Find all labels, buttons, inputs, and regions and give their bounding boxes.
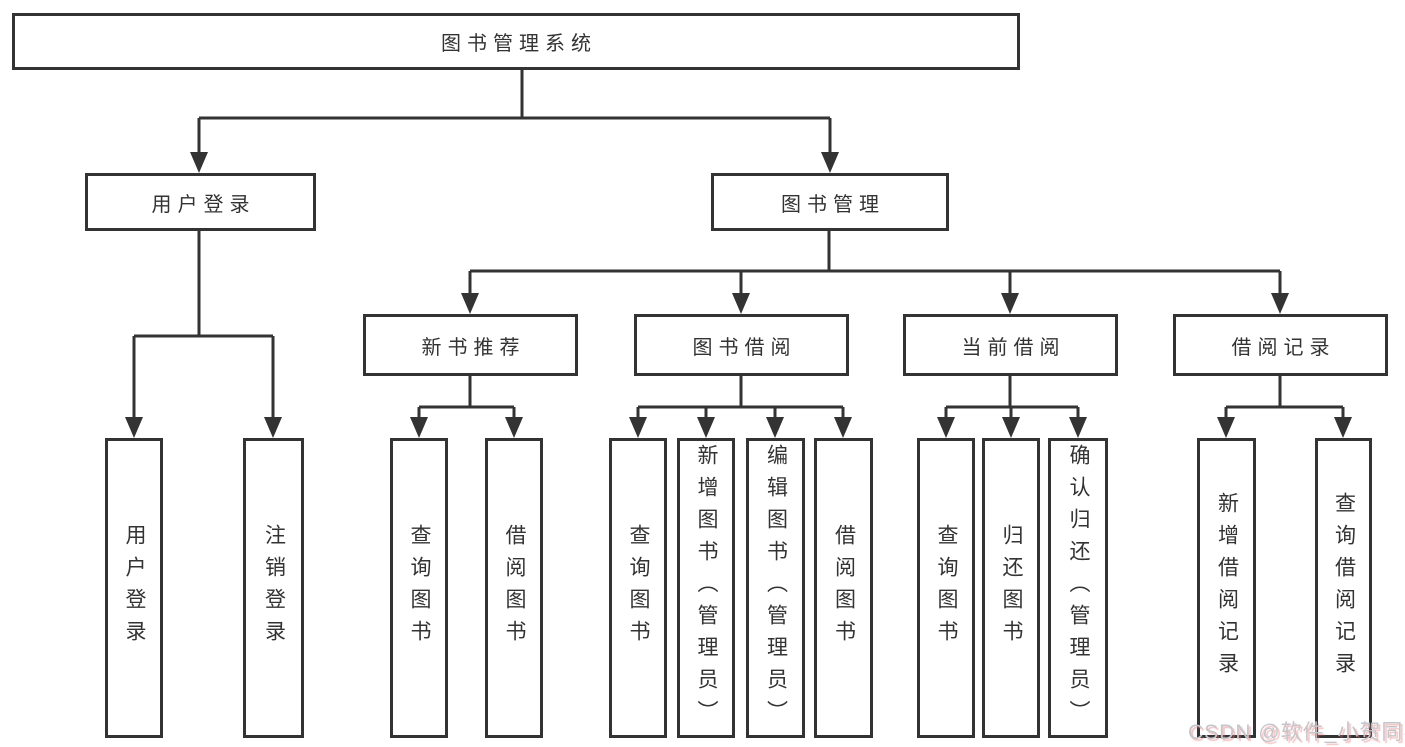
leaf-edit-book-admin: 编辑图书（管理员） — [746, 438, 805, 738]
node-new-book-recommendation: 新书推荐 — [363, 314, 578, 376]
leaf-add-book-admin-label: 新增图书（管理员） — [695, 444, 718, 732]
leaf-edit-book-admin-label: 编辑图书（管理员） — [764, 444, 788, 732]
leaf-query-borrow-record: 查询借阅记录 — [1315, 438, 1372, 738]
leaf-query-books-current-label: 查询图书 — [935, 524, 958, 652]
leaf-borrow-books-label: 借阅图书 — [832, 524, 856, 652]
node-borrowing-records: 借阅记录 — [1173, 314, 1388, 376]
leaf-confirm-return-admin-label: 确认归还（管理员） — [1067, 444, 1090, 732]
node-current-borrowing: 当前借阅 — [903, 314, 1118, 376]
leaf-add-book-admin: 新增图书（管理员） — [677, 438, 735, 738]
leaf-borrow-books-recommend: 借阅图书 — [485, 438, 543, 738]
leaf-return-books-label: 归还图书 — [1000, 524, 1023, 652]
leaf-borrow-books-recommend-label: 借阅图书 — [503, 524, 526, 652]
node-book-management: 图书管理 — [711, 173, 949, 231]
node-borrowing-records-label: 借阅记录 — [1231, 336, 1336, 359]
leaf-borrow-books: 借阅图书 — [814, 438, 873, 738]
leaf-user-login: 用户登录 — [105, 438, 163, 738]
node-user-login-label: 用户登录 — [151, 193, 256, 216]
leaf-user-login-label: 用户登录 — [123, 524, 146, 652]
node-book-borrowing-label: 图书借阅 — [692, 336, 797, 359]
node-user-login: 用户登录 — [85, 173, 316, 231]
leaf-query-books-recommend: 查询图书 — [390, 438, 448, 738]
leaf-query-books-current: 查询图书 — [917, 438, 975, 738]
leaf-query-borrow-record-label: 查询借阅记录 — [1332, 492, 1356, 684]
node-book-management-label: 图书管理 — [781, 193, 885, 216]
leaf-query-books-borrow-label: 查询图书 — [627, 524, 650, 652]
leaf-add-borrow-record: 新增借阅记录 — [1197, 438, 1256, 738]
node-current-borrowing-label: 当前借阅 — [961, 336, 1066, 359]
leaf-query-books-recommend-label: 查询图书 — [408, 524, 431, 652]
leaf-query-books-borrow: 查询图书 — [609, 438, 667, 738]
leaf-return-books: 归还图书 — [982, 438, 1040, 738]
leaf-add-borrow-record-label: 新增借阅记录 — [1215, 492, 1239, 684]
node-new-book-recommendation-label: 新书推荐 — [421, 336, 526, 359]
csdn-watermark: CSDN @软件_小贺同学 — [1188, 721, 1405, 744]
leaf-logout-label: 注销登录 — [262, 524, 286, 652]
node-root-label: 图书管理系统 — [441, 33, 597, 55]
leaf-confirm-return-admin: 确认归还（管理员） — [1048, 438, 1108, 738]
node-root-library-management-system: 图书管理系统 — [12, 13, 1020, 70]
leaf-logout: 注销登录 — [243, 438, 304, 738]
node-book-borrowing: 图书借阅 — [634, 314, 849, 376]
